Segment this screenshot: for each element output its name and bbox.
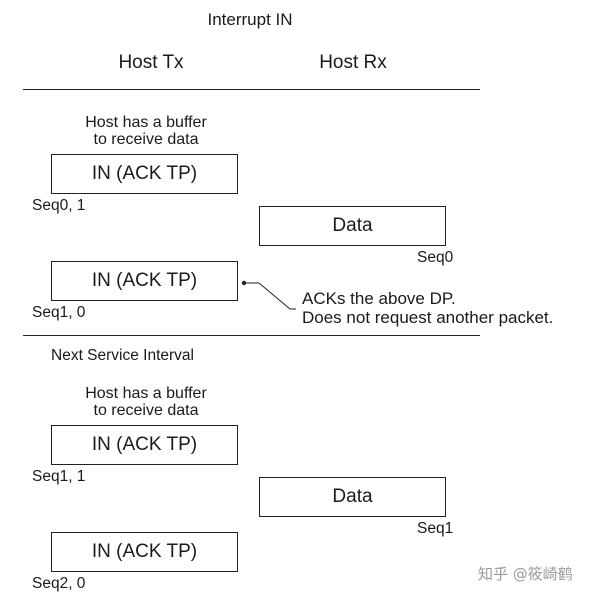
- buffer-note-2-line2: to receive data: [93, 402, 199, 419]
- seq-label-1: Seq0, 1: [32, 197, 86, 214]
- ack-callout-line2: Does not request another packet.: [302, 308, 554, 327]
- diagram-title: Interrupt IN: [207, 10, 293, 29]
- data-seq-label-2: Seq1: [417, 520, 454, 537]
- host-tx-header: Host Tx: [118, 52, 184, 73]
- watermark: 知乎 @筱崎鹤: [478, 565, 573, 583]
- seq-label-3: Seq1, 1: [32, 468, 86, 485]
- host-rx-header: Host Rx: [319, 52, 387, 73]
- interval-divider: [23, 335, 480, 336]
- data-packet-2: Data: [259, 477, 446, 517]
- in-ack-tp-packet-4: IN (ACK TP): [51, 532, 238, 572]
- buffer-note-2-line1: Host has a buffer: [85, 385, 207, 402]
- buffer-note-2: Host has a buffer to receive data: [85, 385, 207, 419]
- seq-label-2: Seq1, 0: [32, 304, 86, 321]
- callout-leader-line: [244, 282, 296, 310]
- ack-callout-line1: ACKs the above DP.: [302, 289, 456, 308]
- next-service-interval-label: Next Service Interval: [51, 347, 194, 364]
- in-ack-tp-packet-2: IN (ACK TP): [51, 261, 238, 301]
- in-ack-tp-packet-3: IN (ACK TP): [51, 425, 238, 465]
- header-divider: [23, 89, 480, 90]
- buffer-note-1-line2: to receive data: [93, 131, 199, 148]
- in-ack-tp-packet-1: IN (ACK TP): [51, 154, 238, 194]
- data-packet-1: Data: [259, 206, 446, 246]
- buffer-note-1-line1: Host has a buffer: [85, 114, 207, 131]
- seq-label-4: Seq2, 0: [32, 575, 86, 592]
- data-seq-label-1: Seq0: [417, 249, 454, 266]
- buffer-note-1: Host has a buffer to receive data: [85, 114, 207, 148]
- ack-callout: ACKs the above DP. Does not request anot…: [302, 289, 553, 327]
